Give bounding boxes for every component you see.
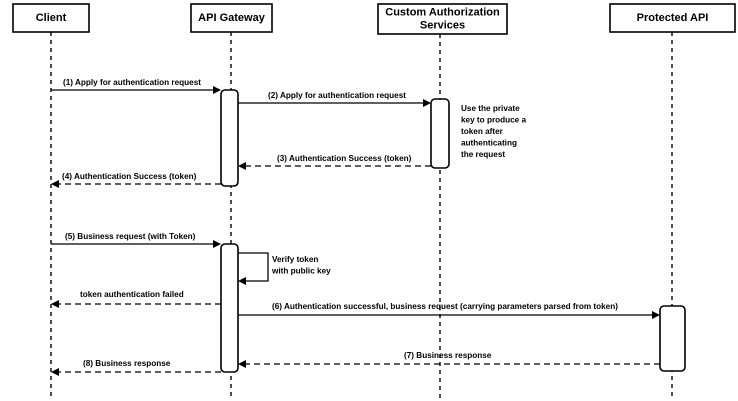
message-label-m3: (3) Authentication Success (token) bbox=[277, 154, 412, 163]
participant-label-protapi: Protected API bbox=[637, 12, 709, 24]
message-m9: (8) Business response bbox=[51, 359, 221, 376]
message-arrowhead-m1 bbox=[213, 86, 221, 94]
message-arrowhead-m6 bbox=[51, 300, 59, 308]
message-arrowhead-m8 bbox=[238, 360, 246, 368]
message-m2: (2) Apply for authentication request bbox=[238, 91, 431, 107]
activations-layer bbox=[220, 89, 686, 373]
messages-layer: (1) Apply for authentication request (2) … bbox=[51, 78, 660, 376]
note-line: the request bbox=[461, 150, 505, 159]
participant-label-authsvc: Custom Authorization bbox=[385, 6, 500, 18]
message-arrowhead-m2 bbox=[423, 99, 431, 107]
message-m7: (6) Authentication successful, business … bbox=[238, 302, 660, 319]
self-message-label-line: Verify token bbox=[272, 255, 318, 264]
activation-bar-gateway bbox=[220, 89, 239, 187]
message-m1: (1) Apply for authentication request bbox=[51, 78, 221, 94]
message-m6: token authentication failed bbox=[51, 290, 221, 308]
self-message-label-line: with public key bbox=[271, 267, 331, 276]
message-arrowhead-m9 bbox=[51, 368, 59, 376]
note-line: authenticating bbox=[461, 139, 517, 148]
note-line: Use the private bbox=[461, 104, 520, 113]
message-m8: (7) Business response bbox=[238, 351, 660, 368]
message-label-m4: (4) Authentication Success (token) bbox=[62, 172, 197, 181]
message-label-m6: token authentication failed bbox=[80, 290, 184, 299]
message-arrowhead-m3 bbox=[238, 162, 246, 170]
participant-protapi[interactable]: Protected API bbox=[609, 3, 736, 33]
participant-label-gateway: API Gateway bbox=[198, 12, 266, 24]
message-arrowhead-m5 bbox=[213, 240, 221, 248]
message-label-m5: (5) Business request (with Token) bbox=[65, 232, 196, 241]
participant-box-client[interactable] bbox=[12, 3, 90, 33]
message-label-m1: (1) Apply for authentication request bbox=[63, 78, 201, 87]
self-message-self-verify: Verify token with public key bbox=[238, 252, 331, 285]
participants-layer: Client API Gateway Custom AuthorizationSer… bbox=[12, 3, 736, 35]
message-arrowhead-m4 bbox=[51, 180, 59, 188]
self-message-line-self-verify bbox=[238, 252, 269, 282]
message-label-m7: (6) Authentication successful, business … bbox=[272, 302, 618, 311]
participant-client[interactable]: Client bbox=[12, 3, 90, 33]
message-label-m2: (2) Apply for authentication request bbox=[268, 91, 406, 100]
self-message-arrowhead-self-verify bbox=[238, 277, 246, 285]
activation-bar-gateway bbox=[220, 243, 239, 373]
participant-box-authsvc[interactable] bbox=[377, 3, 508, 35]
message-m5: (5) Business request (with Token) bbox=[51, 232, 221, 248]
message-label-m8: (7) Business response bbox=[404, 351, 492, 360]
note-note-private-key: Use the private key to produce a token aft… bbox=[461, 104, 527, 159]
participant-label-client: Client bbox=[36, 12, 67, 24]
participant-gateway[interactable]: API Gateway bbox=[190, 3, 273, 33]
message-arrowhead-m7 bbox=[652, 311, 660, 319]
note-line: key to produce a bbox=[461, 116, 527, 125]
message-m3: (3) Authentication Success (token) bbox=[238, 154, 431, 170]
participant-box-protapi[interactable] bbox=[609, 3, 736, 33]
self-messages-layer: Verify token with public key bbox=[238, 252, 331, 285]
message-m4: (4) Authentication Success (token) bbox=[51, 172, 221, 188]
activation-bar-protapi bbox=[659, 305, 686, 372]
notes-layer: Use the private key to produce a token aft… bbox=[461, 104, 527, 159]
note-line: token after bbox=[461, 127, 504, 136]
activation-bar-authsvc bbox=[430, 98, 450, 169]
message-label-m9: (8) Business response bbox=[83, 359, 171, 368]
participant-label-authsvc: Services bbox=[420, 19, 465, 31]
participant-box-gateway[interactable] bbox=[190, 3, 273, 33]
